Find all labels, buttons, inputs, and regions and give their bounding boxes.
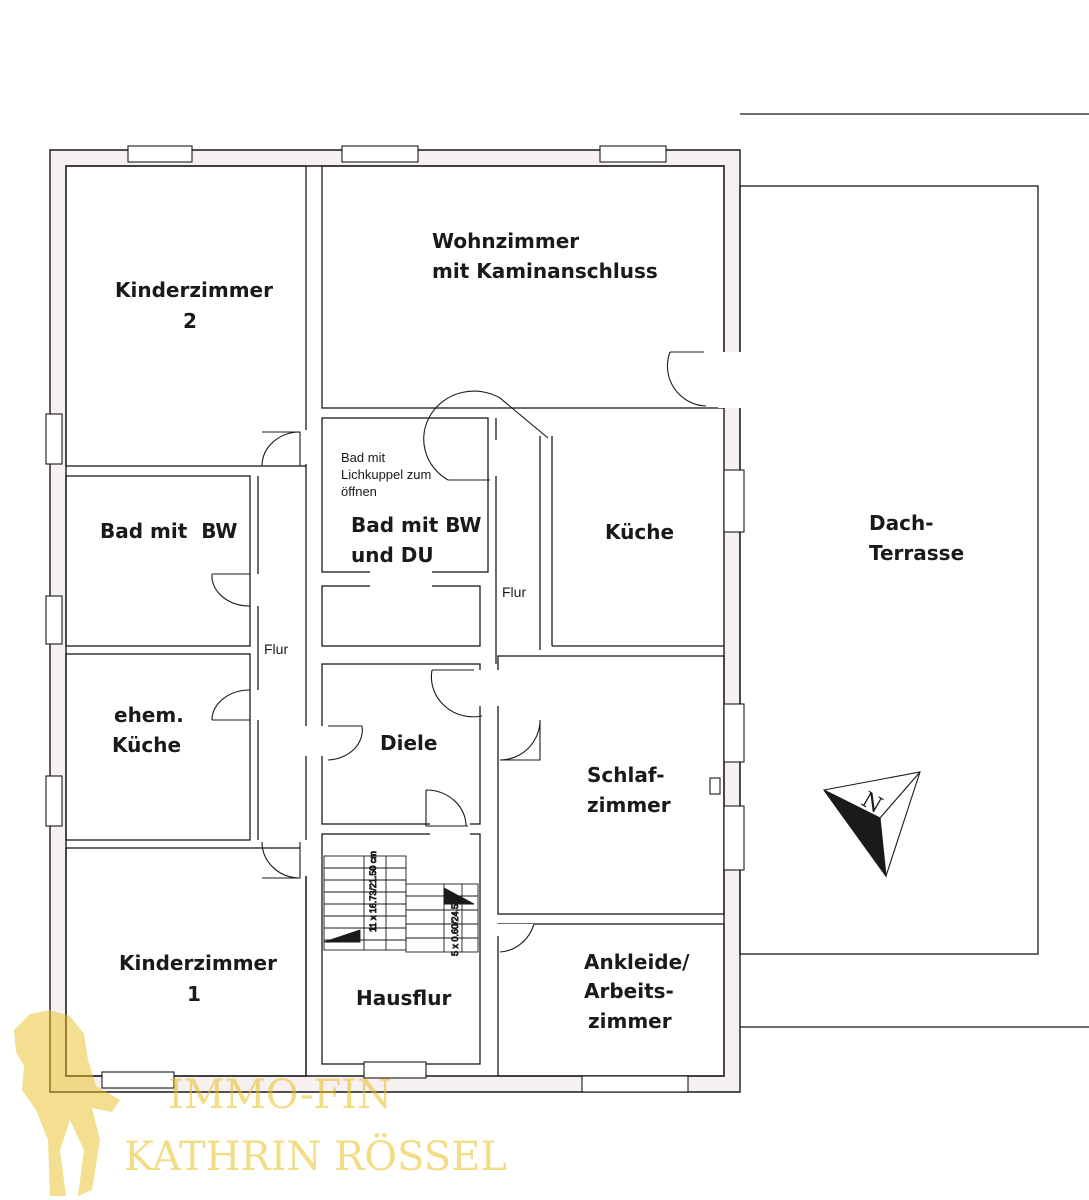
label-bad-note-line2: Lichkuppel zum (341, 467, 431, 482)
roof-terrace (739, 113, 1089, 1028)
label-wohnzimmer-line2: mit Kaminanschluss (432, 259, 658, 283)
watermark-line1: IMMO-FIN (168, 1072, 392, 1118)
door-swings (211, 351, 707, 953)
stair-label-right: 5 x 0.60/24.50 (450, 899, 460, 956)
label-kueche: Küche (605, 520, 674, 544)
label-schlafzimmer-line2: zimmer (587, 793, 671, 817)
windows (45, 145, 745, 1093)
label-bad-bw-du-line2: und DU (351, 543, 434, 567)
label-ankleide-line1: Ankleide/ (584, 950, 690, 974)
label-diele: Diele (380, 731, 437, 755)
watermark-line2: KATHRIN RÖSSEL (124, 1133, 507, 1180)
label-ankleide-line3: zimmer (588, 1009, 672, 1033)
label-dachterrasse-line1: Dach- (869, 511, 934, 535)
interior-walls (65, 165, 725, 1077)
watermark: IMMO-FIN KATHRIN RÖSSEL (14, 1010, 507, 1196)
label-schlafzimmer-line1: Schlaf- (587, 763, 665, 787)
label-ankleide-line2: Arbeits- (584, 979, 674, 1003)
stair-label-left: 11 x 16.73/21.50 cm (368, 851, 378, 932)
label-kinderzimmer1-line1: Kinderzimmer (119, 951, 277, 975)
label-ehem-kueche-line2: Küche (112, 733, 181, 757)
label-kinderzimmer2-line1: Kinderzimmer (115, 278, 273, 302)
label-bad-bw: Bad mit BW (100, 519, 237, 543)
label-flur-left: Flur (264, 641, 288, 657)
label-bad-note-line3: öffnen (341, 484, 377, 499)
label-hausflur: Hausflur (356, 986, 451, 1010)
label-ehem-kueche-line1: ehem. (114, 703, 184, 727)
label-flur-right: Flur (502, 584, 526, 600)
label-bad-bw-du-line1: Bad mit BW (351, 513, 481, 537)
horse-logo (14, 1010, 120, 1196)
label-kinderzimmer2-line2: 2 (183, 309, 197, 333)
staircase: 11 x 16.73/21.50 cm 5 x 0.60/24.50 (323, 851, 479, 956)
door-openings (252, 352, 746, 936)
compass-rose: N (823, 771, 921, 878)
label-wohnzimmer-line1: Wohnzimmer (432, 229, 579, 253)
label-kinderzimmer1-line2: 1 (187, 982, 201, 1006)
room-labels: Kinderzimmer 2 Wohnzimmer mit Kaminansch… (100, 229, 964, 1033)
label-bad-note-line1: Bad mit (341, 450, 385, 465)
label-dachterrasse-line2: Terrasse (869, 541, 964, 565)
